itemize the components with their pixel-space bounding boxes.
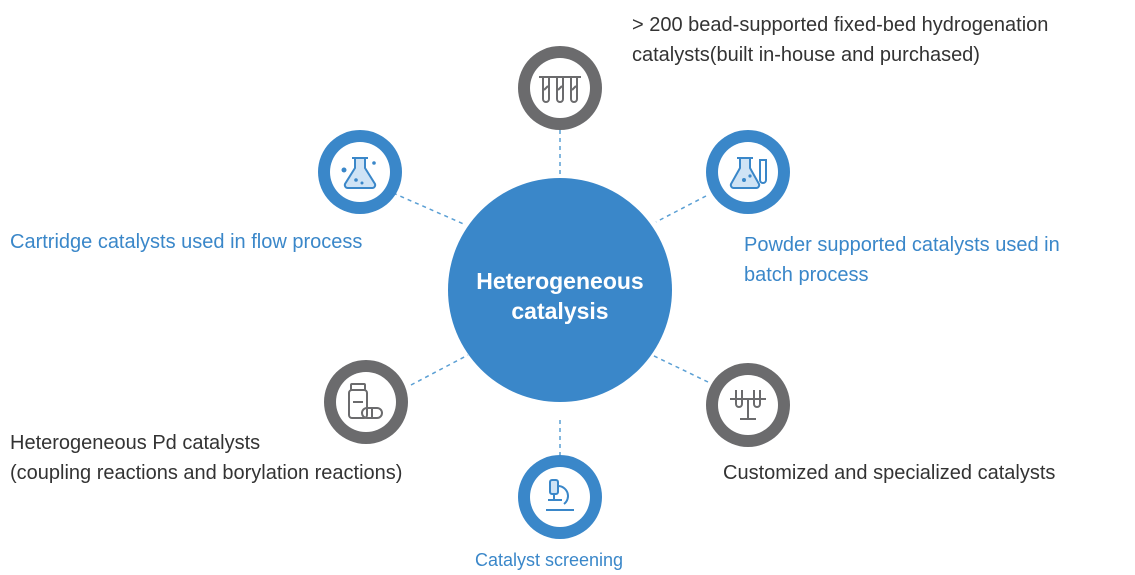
label-lower-left-line2: (coupling reactions and borylation react… xyxy=(10,462,403,484)
label-upper-left-line1: Cartridge catalysts used in flow process xyxy=(10,231,363,253)
center-title: Heterogeneous catalysis xyxy=(455,266,665,326)
label-upper-right: Powder supported catalysts used in batch… xyxy=(744,230,1060,290)
node-top xyxy=(518,46,602,130)
label-upper-left: Cartridge catalysts used in flow process xyxy=(10,227,362,257)
test-tubes-icon xyxy=(539,76,581,103)
center-title-line1: Heterogeneous xyxy=(476,268,644,294)
label-upper-right-line1: Powder supported catalysts used in xyxy=(744,234,1060,256)
node-bottom xyxy=(518,455,602,539)
node-lower-left xyxy=(324,360,408,444)
label-top-line1: > 200 bead-supported fixed-bed hydrogena… xyxy=(632,14,1049,36)
node-lower-right xyxy=(706,363,790,447)
label-bottom-line1: Catalyst screening xyxy=(475,550,624,570)
connector-upper-left xyxy=(392,192,467,226)
node-upper-left xyxy=(318,130,402,214)
microscope-icon xyxy=(546,479,574,511)
label-upper-right-line2: batch process xyxy=(744,264,869,286)
label-lower-left: Heterogeneous Pd catalysts (coupling rea… xyxy=(10,428,402,488)
connector-lower-right xyxy=(651,354,709,383)
pill-bottle-icon xyxy=(348,383,383,419)
label-top: > 200 bead-supported fixed-bed hydrogena… xyxy=(632,10,1048,70)
connector-upper-right xyxy=(655,195,707,223)
center-title-line2: catalysis xyxy=(511,298,609,324)
label-lower-right: Customized and specialized catalysts xyxy=(723,458,1055,488)
label-lower-right-line1: Customized and specialized catalysts xyxy=(723,462,1056,484)
label-top-line2: catalysts(built in-house and purchased) xyxy=(632,44,980,66)
tube-rack-icon xyxy=(730,390,766,420)
flask-tube-icon xyxy=(729,157,767,189)
label-lower-left-line1: Heterogeneous Pd catalysts xyxy=(10,432,261,454)
connector-lower-left xyxy=(410,354,469,386)
erlenmeyer-flask-icon xyxy=(341,157,377,189)
node-upper-right xyxy=(706,130,790,214)
label-bottom: Catalyst screening xyxy=(475,547,623,573)
center-hub xyxy=(448,178,672,402)
